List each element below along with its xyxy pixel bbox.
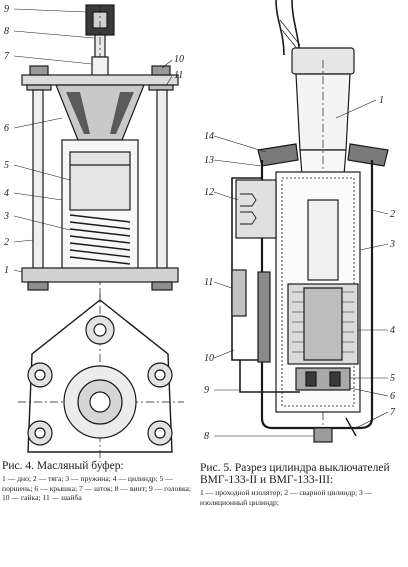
fig4-label-2: 2	[4, 237, 9, 248]
fig5-label-10: 10	[204, 353, 214, 364]
fig4-label-3: 3	[3, 211, 9, 222]
fig5-label-13: 13	[204, 155, 214, 166]
fig5-label-7: 7	[390, 407, 396, 418]
buffer-base-plan	[18, 290, 184, 462]
fig4-drawing	[13, 4, 184, 462]
fig5-label-12: 12	[204, 187, 214, 198]
fig5-label-2: 2	[390, 209, 395, 220]
fig5-caption: Рис. 5. Разрез цилиндра выключателей ВМГ…	[200, 462, 404, 507]
fig5-label-14: 14	[204, 131, 214, 142]
fig4-caption: Рис. 4. Масляный буфер: 1 — дно; 2 — тяг…	[2, 460, 194, 503]
drive-frame	[231, 177, 262, 361]
buffer-spring	[69, 214, 131, 265]
buffer-piston	[69, 151, 131, 211]
cylinder-outlet	[313, 427, 333, 443]
tie-rod-right	[156, 89, 168, 271]
fig4-label-11: 11	[174, 70, 183, 81]
fig5-label-1: 1	[379, 95, 384, 106]
fig5-label-6: 6	[390, 391, 395, 402]
tie-rod-left	[32, 89, 44, 271]
fig4-caption-body: 1 — дно; 2 — тяга; 3 — пружина; 4 — цили…	[2, 474, 191, 502]
fig4-label-9: 9	[4, 4, 9, 15]
fig5-label-11: 11	[204, 277, 213, 288]
fig5-labels: 14 13 12 11 10 9 8 1 2 3 4 5 6 7	[204, 95, 396, 442]
fig4-label-4: 4	[4, 188, 9, 199]
fig4-caption-title: Рис. 4. Масляный буфер:	[2, 460, 124, 472]
fig4-label-10: 10	[174, 54, 184, 65]
fig5-label-5: 5	[390, 373, 395, 384]
fig5-label-4: 4	[390, 325, 395, 336]
fig4-label-7: 7	[4, 51, 10, 62]
fig5-label-9: 9	[204, 385, 209, 396]
fig4-labels: 9 8 7 10 11 6 5 4 3 2 1	[3, 4, 184, 276]
top-plate	[21, 74, 179, 86]
fig4-label-6: 6	[4, 123, 9, 134]
fig5-caption-body: 1 — проходной изолятор; 2 — сварной цили…	[200, 488, 373, 507]
fig4-label-8: 8	[4, 26, 9, 37]
fig5-label-3: 3	[389, 239, 395, 250]
fig4-label-5: 5	[4, 160, 9, 171]
fig4-label-1: 1	[4, 265, 9, 276]
fig5-caption-title: Рис. 5. Разрез цилиндра выключателей ВМГ…	[200, 462, 390, 486]
buffer-bottom	[21, 267, 179, 283]
fig5-drawing	[213, 0, 389, 443]
mechanism-box	[235, 179, 277, 239]
fig5-label-8: 8	[204, 431, 209, 442]
